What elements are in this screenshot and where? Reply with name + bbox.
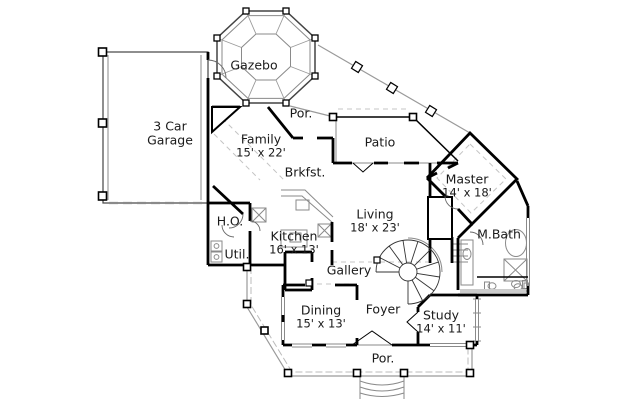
room-label-porch-top: Por. [289,105,313,121]
room-label-ho: H.O. [216,213,244,229]
garage-label-line2: Garage [147,132,193,147]
room-label-gallery: Gallery [326,262,372,278]
room-label-family: Family 15' x 22' [236,131,286,160]
room-label-gazebo: Gazebo [230,57,278,73]
structural-posts [97,7,475,378]
family-name: Family [240,131,282,147]
master-name: Master [445,171,489,187]
room-label-mbath: M.Bath [477,226,521,242]
door-arcs [207,59,484,246]
room-label-patio: Patio [364,134,396,150]
room-label-kitchen: Kitchen 16' x 13' [269,228,319,257]
garage-label-line1: 3 Car [153,118,187,134]
room-label-brkfst: Brkfst. [284,164,326,180]
room-label-garage: 3 Car Garage [147,118,193,147]
kitchen-name: Kitchen [270,228,318,244]
living-dims: 18' x 23' [350,220,400,234]
study-dims: 14' x 11' [416,321,466,335]
room-label-living: Living 18' x 23' [350,206,400,235]
porch-roof-diagonal [289,44,471,134]
kitchen-dims: 16' x 13' [269,242,319,256]
room-label-util: Util. [224,246,250,262]
spiral-staircase [375,239,441,305]
master-dims: 14' x 18' [442,185,492,199]
room-label-study: Study 14' x 11' [416,307,466,336]
room-label-porch-bottom: Por. [371,350,395,366]
room-label-dining: Dining 15' x 13' [296,302,346,331]
family-dims: 15' x 22' [236,145,286,159]
door-window-glyphs [351,162,419,346]
room-label-foyer: Foyer [365,301,401,317]
dining-name: Dining [300,302,342,318]
living-name: Living [356,206,394,222]
room-label-master: Master 14' x 18' [442,171,492,200]
dining-dims: 15' x 13' [296,316,346,330]
study-name: Study [422,307,460,323]
medium-walls [211,106,528,278]
